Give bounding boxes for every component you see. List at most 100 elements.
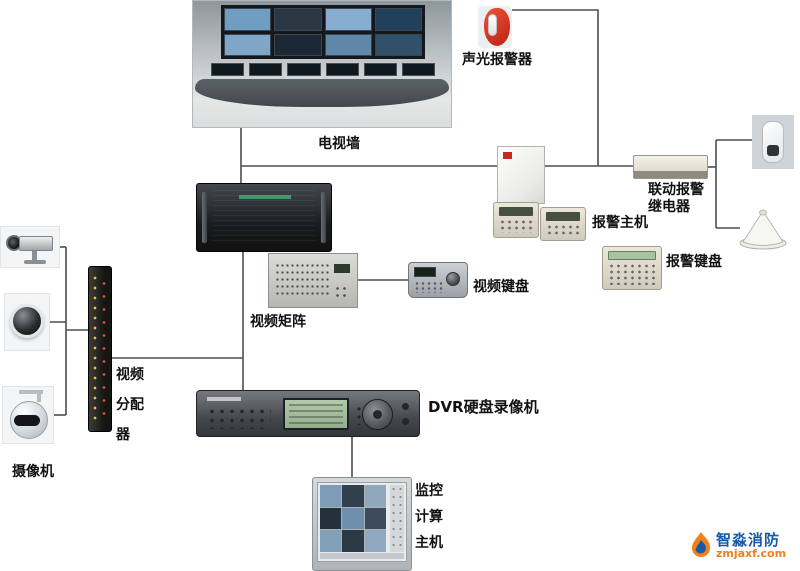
monitoring-computer-label: 监控 计算 主机 — [415, 478, 443, 556]
wall-screen — [324, 33, 372, 56]
camera-feed — [364, 507, 386, 530]
dvr-brand-mark — [207, 397, 241, 401]
alarm-keypad-device — [602, 246, 662, 290]
flame-icon — [692, 532, 710, 557]
dome-camera-device — [4, 293, 50, 351]
dvr-small-button — [402, 418, 409, 425]
camera-feed — [320, 530, 342, 552]
wall-screen — [224, 8, 272, 31]
matrix-side-keys — [334, 285, 350, 299]
alarm-host-keypad-1 — [493, 202, 539, 238]
wall-screen — [374, 33, 422, 56]
linkage-relay-label: 联动报警 继电器 — [648, 182, 704, 216]
keypad-buttons — [608, 263, 656, 285]
site-logo: 智淼消防 zmjaxf.com — [690, 527, 800, 565]
keyboard-keys — [414, 281, 444, 293]
dvr-lcd-content — [289, 404, 343, 424]
wire-siren-alarmhost — [512, 9, 599, 166]
strobe-tube — [488, 14, 497, 36]
logo-domain-text: zmjaxf.com — [716, 547, 787, 560]
speed-dome-camera-device — [2, 386, 54, 444]
dvr-jog-center — [373, 410, 382, 419]
camera-bracket-arm — [37, 390, 41, 402]
dome-camera-ball — [10, 304, 44, 338]
camera-feed — [364, 485, 386, 507]
video-matrix-label: 视频矩阵 — [250, 314, 306, 330]
wall-screen — [324, 8, 372, 31]
console-monitor — [401, 63, 436, 76]
camera-feed-grid — [320, 485, 386, 552]
alarm-host-keypad-2 — [540, 207, 586, 241]
camera-feed — [342, 530, 364, 552]
wall-screen — [224, 33, 272, 56]
relay-front-edge — [634, 171, 707, 178]
monitor-status-bar — [320, 553, 404, 559]
keypad-lcd — [499, 207, 533, 216]
control-room-photo — [192, 0, 452, 128]
video-matrix-rack-device — [196, 183, 332, 252]
logo-brand-text: 智淼消防 — [716, 531, 781, 549]
cone-detector-icon — [739, 209, 787, 250]
console-monitor — [363, 63, 397, 76]
monitor-control-sidebar — [390, 485, 404, 552]
alarm-host-logo — [503, 152, 512, 159]
video-distributor-label-line1: 视频 — [116, 367, 144, 383]
keyboard-screen — [414, 267, 436, 277]
monitoring-computer-label-line3: 主机 — [415, 535, 443, 551]
console-desk — [195, 79, 449, 107]
camera-feed — [320, 485, 342, 507]
video-distributor-label-line3: 器 — [116, 427, 130, 443]
rack-handle-right — [321, 192, 326, 243]
dvr-button-grid — [207, 407, 271, 429]
keypad-lcd — [608, 251, 656, 260]
sound-light-alarm-label: 声光报警器 — [462, 52, 532, 68]
rack-handle-left — [202, 192, 207, 243]
monitoring-computer-label-line2: 计算 — [415, 509, 443, 525]
monitoring-computer-device — [312, 477, 412, 571]
distributor-leds-red — [101, 277, 107, 425]
linkage-relay-device — [633, 155, 708, 179]
camera-label: 摄像机 — [12, 464, 54, 480]
video-distributor-label: 视频 分配 器 — [116, 360, 144, 450]
camera-feed — [342, 485, 364, 507]
alarm-keypad-label: 报警键盘 — [666, 254, 722, 270]
video-distributor-label-line2: 分配 — [116, 397, 144, 413]
camera-base — [24, 260, 46, 264]
console-monitor — [325, 63, 359, 76]
video-matrix-panel-device — [268, 253, 358, 308]
camera-bracket — [19, 390, 43, 394]
monitoring-computer-label-line1: 监控 — [415, 483, 443, 499]
dvr-label: DVR硬盘录像机 — [428, 398, 539, 416]
dvr-small-button — [402, 403, 409, 410]
keypad-lcd — [546, 212, 580, 221]
rack-vent-panel — [213, 190, 315, 245]
matrix-display — [334, 264, 350, 273]
pir-sensor-device — [752, 115, 794, 169]
camera-feed — [364, 530, 386, 552]
alarm-host-device — [497, 146, 545, 204]
console-monitor — [249, 63, 283, 76]
rack-display-text — [239, 195, 291, 199]
linkage-relay-label-line2: 继电器 — [648, 199, 690, 215]
wall-screen — [274, 8, 322, 31]
video-keyboard-label: 视频键盘 — [473, 279, 529, 295]
camera-feed — [320, 507, 342, 530]
pir-body — [762, 121, 784, 163]
video-keyboard-device — [408, 262, 468, 298]
matrix-button-grid — [275, 262, 331, 299]
speed-dome-lens-window — [14, 415, 40, 426]
camera-body — [19, 236, 53, 251]
tv-wall-label: 电视墙 — [318, 136, 360, 152]
wall-screen — [374, 8, 422, 31]
linkage-relay-label-line1: 联动报警 — [648, 182, 704, 198]
tv-wall-screens — [221, 5, 425, 59]
monitor-screen — [317, 482, 407, 562]
keypad-buttons — [546, 224, 580, 236]
box-camera-device — [0, 226, 60, 268]
dvr-device — [196, 390, 420, 437]
sound-light-alarm-device — [478, 6, 512, 48]
ceiling-detector-device — [738, 208, 788, 250]
console-monitor-row — [211, 63, 436, 76]
joystick — [446, 272, 460, 286]
pir-lens-window — [767, 145, 779, 156]
